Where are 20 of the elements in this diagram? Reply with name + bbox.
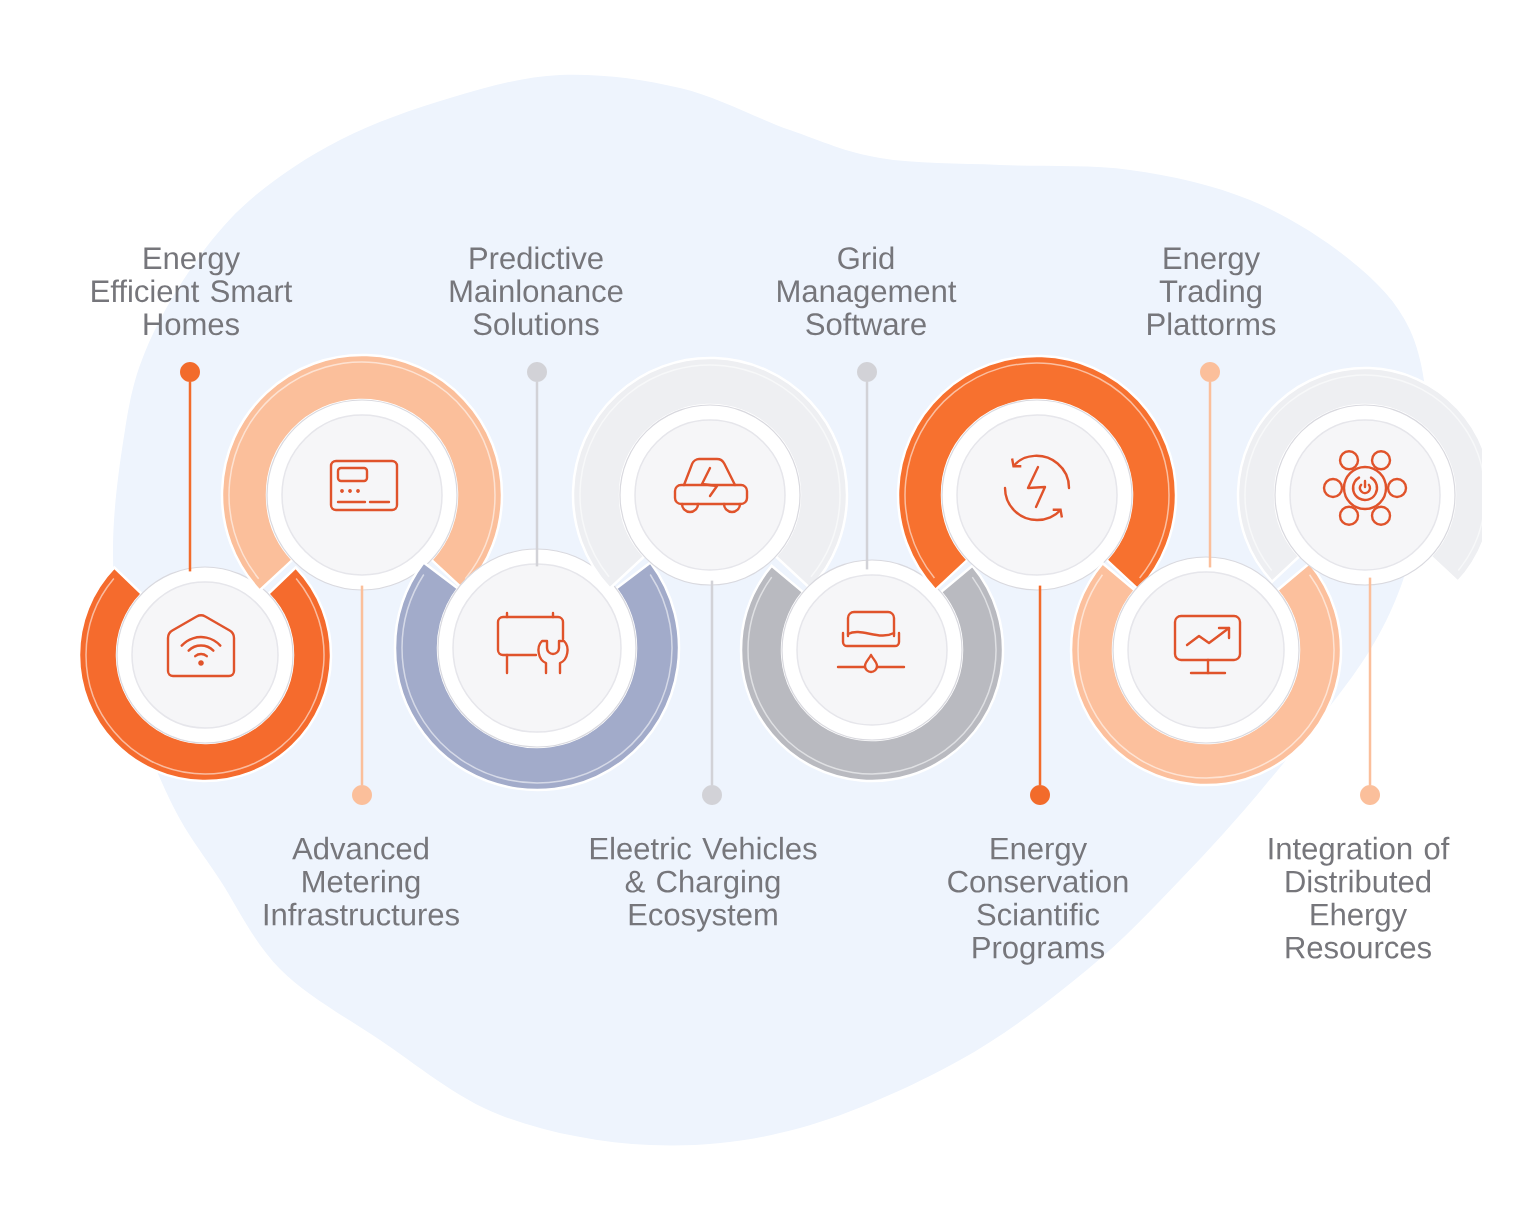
ringed-circle bbox=[1069, 556, 1343, 787]
ringed-circle bbox=[1236, 366, 1482, 586]
label-text: Energy Conservation Sciantific Programs bbox=[948, 838, 1128, 965]
ringed-circle bbox=[393, 548, 681, 792]
leader-line bbox=[180, 362, 200, 572]
label-text: Energy Trading Plattorms bbox=[1148, 247, 1276, 336]
leader-line bbox=[1030, 585, 1050, 805]
label-text: Predictive Mainlonance Solutions bbox=[450, 246, 623, 336]
ringed-circle bbox=[739, 559, 1005, 783]
label-text: Integration of Distributed Ehergy Resources bbox=[1269, 836, 1450, 959]
label-text: Energy Efficient Smart Homes bbox=[92, 247, 293, 336]
label-text: Advanced Metering Infrastructures bbox=[264, 836, 459, 926]
leader-line bbox=[1200, 362, 1220, 568]
leader-line bbox=[527, 362, 547, 567]
leader-line bbox=[702, 580, 722, 805]
leader-line bbox=[857, 362, 877, 570]
leader-line bbox=[1360, 577, 1380, 805]
label-text: Eleetric Vehicles & Charging Ecosystem bbox=[590, 836, 817, 932]
label-text: Grid Management Software bbox=[778, 246, 957, 336]
leader-line bbox=[352, 585, 372, 805]
